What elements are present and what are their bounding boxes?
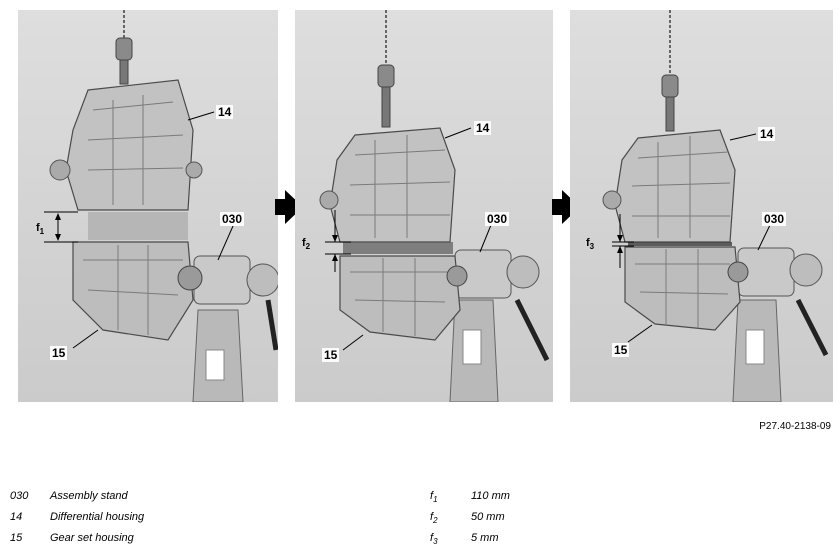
callout-14: 14 bbox=[758, 127, 776, 141]
callout-030: 030 bbox=[220, 212, 245, 226]
callout-15: 15 bbox=[50, 346, 68, 360]
legend-row: 14 Differential housing bbox=[10, 511, 310, 532]
legend-row: 030 Assembly stand bbox=[10, 490, 310, 511]
figure-reference: P27.40-2138-09 bbox=[759, 421, 831, 432]
gap-label-f3: f3 bbox=[586, 237, 595, 252]
callout-14: 14 bbox=[474, 121, 492, 135]
illustration-panel-2: 14 030 15 f2 bbox=[295, 10, 553, 402]
gap-label-f2: f2 bbox=[302, 237, 311, 252]
dimension-row: f2 50 mm bbox=[430, 511, 630, 532]
transmission-illustration-3 bbox=[602, 10, 829, 402]
callout-15: 15 bbox=[612, 343, 630, 357]
legend-text: Assembly stand bbox=[50, 490, 128, 502]
callout-15: 15 bbox=[322, 348, 340, 362]
legend-text: Differential housing bbox=[50, 511, 145, 523]
dimension-row: f3 5 mm bbox=[430, 532, 630, 553]
callout-14: 14 bbox=[216, 105, 234, 119]
dimension-value: 110 mm bbox=[471, 490, 510, 502]
dimension-symbol: f2 bbox=[430, 511, 438, 526]
transmission-illustration-2 bbox=[319, 10, 550, 402]
legend-text: Gear set housing bbox=[50, 532, 134, 544]
illustration-panel-1: 14 030 15 f1 bbox=[18, 10, 278, 402]
dimension-symbol: f1 bbox=[430, 490, 438, 505]
parts-legend: 030 Assembly stand 14 Differential housi… bbox=[10, 490, 310, 553]
dimension-value: 5 mm bbox=[471, 532, 499, 544]
transmission-illustration-1 bbox=[44, 10, 278, 402]
dimension-value: 50 mm bbox=[471, 511, 505, 523]
legend-key: 14 bbox=[10, 511, 23, 523]
callout-030: 030 bbox=[762, 212, 787, 226]
legend-key: 030 bbox=[10, 490, 29, 502]
callout-030: 030 bbox=[485, 212, 510, 226]
legend-row: 15 Gear set housing bbox=[10, 532, 310, 553]
gap-label-f1: f1 bbox=[36, 222, 45, 237]
illustration-panel-3: 14 030 15 f3 bbox=[570, 10, 833, 402]
dimensions-legend: f1 110 mm f2 50 mm f3 5 mm bbox=[430, 490, 630, 553]
legend-key: 15 bbox=[10, 532, 23, 544]
dimension-row: f1 110 mm bbox=[430, 490, 630, 511]
dimension-symbol: f3 bbox=[430, 532, 438, 547]
